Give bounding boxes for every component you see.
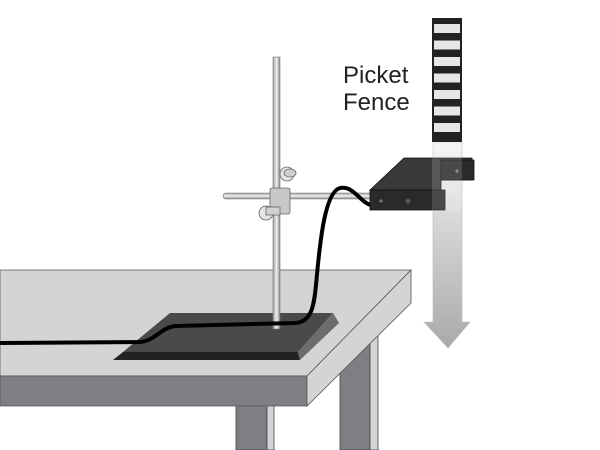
- photogate: [368, 157, 475, 211]
- clamp: [258, 166, 297, 221]
- cable: [0, 185, 377, 345]
- fence-stripe: [434, 57, 460, 66]
- table-front-face: [0, 375, 308, 407]
- picket-fence-label-line1: Picket: [343, 62, 409, 89]
- picket-fence-label-line2: Fence: [343, 89, 410, 116]
- table-side-face: [306, 269, 412, 407]
- table-front-leg: [235, 399, 268, 450]
- fence-stripe: [434, 106, 460, 116]
- fence-stripe: [434, 90, 460, 99]
- fence-stripe: [434, 73, 460, 83]
- fence-stripe: [434, 24, 460, 33]
- picket-fence: [432, 18, 462, 142]
- fence-stripe: [434, 123, 460, 132]
- fence-stripe: [434, 40, 460, 50]
